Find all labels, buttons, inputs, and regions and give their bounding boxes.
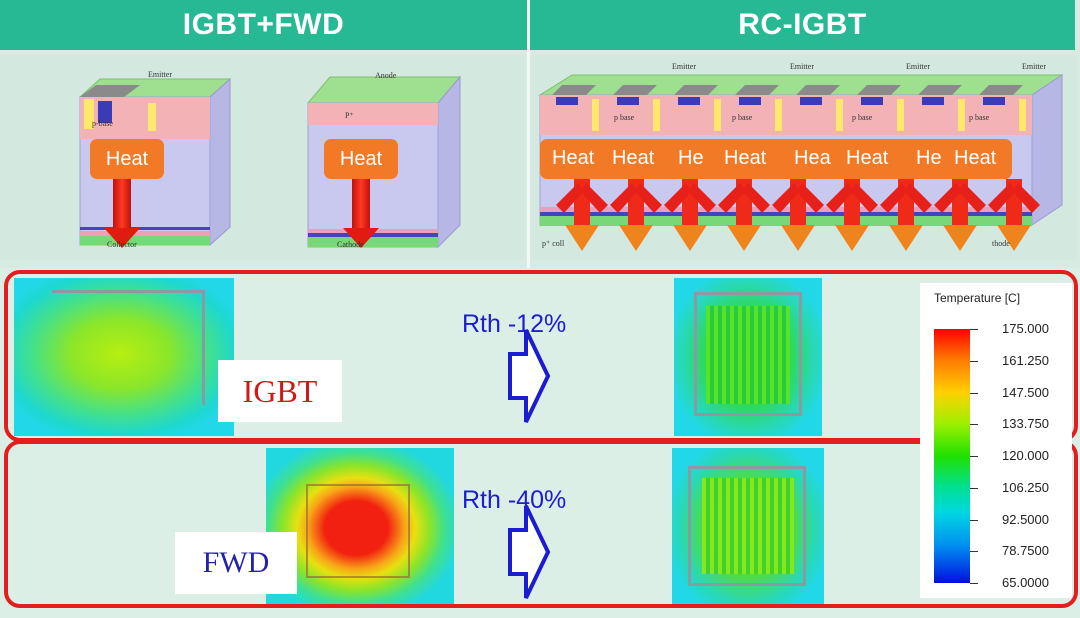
temperature-legend: Temperature [C] (920, 283, 1072, 598)
label-emitter-rc-4: Emitter (1022, 62, 1046, 71)
heat-label-rc-6: Heat (846, 147, 889, 169)
rc-igbt-stripes-1 (706, 306, 790, 404)
heat-down-arrow-fwd (343, 173, 379, 248)
igbt-chip-outline (52, 290, 205, 405)
heat-label-rc-5: Hea (794, 147, 831, 169)
legend-color-bar (934, 329, 970, 583)
rc-igbt-structure-panel: Emitter Emitter Emitter Emitter p base p… (532, 55, 1077, 260)
legend-tick-mark (970, 456, 978, 457)
rc-igbt-structure-drawing (538, 74, 1064, 251)
fwd-chip-outline (306, 484, 410, 578)
rc-igbt-chip-outline-1 (694, 292, 802, 416)
heat-bar-rc (540, 139, 1012, 179)
legend-tick-mark (970, 519, 978, 521)
right-arrow-icon-fwd (508, 505, 551, 599)
legend-title: Temperature [C] (934, 291, 1021, 305)
rc-igbt-gate-trenches (552, 85, 1026, 131)
label-pbase-rc-4: p base (969, 113, 990, 122)
legend-tick-mark (970, 360, 978, 362)
heat-box-fwd: Heat (324, 139, 398, 179)
fwd-row-outline (4, 440, 1078, 608)
heat-box-igbt: Heat (90, 139, 164, 179)
igbt-fwd-structures-drawing (78, 75, 462, 249)
label-cathode-rc: thode (992, 239, 1010, 248)
legend-tick-mark (970, 424, 978, 426)
label-p-plus: P⁺ (345, 111, 354, 120)
label-emitter-rc-2: Emitter (790, 62, 814, 71)
heat-down-arrow-igbt (104, 173, 140, 248)
legend-tick-label: 133.750 (1002, 416, 1049, 432)
label-pbase-rc-2: p base (732, 113, 753, 122)
legend-tick-label: 161.250 (1002, 352, 1049, 368)
row-label-igbt: IGBT (218, 360, 342, 422)
legend-tick-mark (970, 487, 978, 489)
rc-igbt-heat-arrows (556, 179, 1040, 251)
legend-tick-mark (970, 551, 978, 553)
igbt-fwd-structures-panel: Emitter p-base Collector Anode P⁺ Cathod… (0, 55, 525, 260)
fwd-thermal-map-before (266, 448, 454, 608)
legend-tick-label: 65.0000 (1002, 575, 1049, 590)
row-label-fwd: FWD (175, 532, 297, 594)
legend-tick-label: 92.5000 (1002, 511, 1049, 527)
legend-tick-mark (970, 583, 978, 584)
igbt-thermal-map-before (14, 278, 234, 436)
label-pbase-rc-3: p base (852, 113, 873, 122)
label-emitter-igbt: Emitter (148, 70, 172, 79)
legend-tick-label: 106.250 (1002, 479, 1049, 495)
legend-tick-label: 175.000 (1002, 321, 1049, 336)
header-rc-igbt: RC-IGBT (530, 0, 1075, 50)
heat-label-rc-4: Heat (724, 147, 767, 169)
label-emitter-rc-1: Emitter (672, 62, 696, 71)
label-collector: Collector (107, 240, 137, 249)
label-pbase-rc-1: p base (614, 113, 635, 122)
label-pbase-igbt: p-base (92, 119, 113, 128)
legend-tick-mark (970, 329, 978, 330)
right-arrow-icon-igbt (508, 329, 551, 423)
heat-label-rc-7: He (916, 147, 942, 169)
label-anode: Anode (375, 71, 397, 80)
rth-igbt-text: Rth -12% (462, 310, 567, 338)
label-cathode: Cathode (337, 240, 364, 249)
legend-tick-label: 78.7500 (1002, 543, 1049, 559)
label-p-collector-rc: p⁺ coll (542, 239, 565, 248)
heat-label-rc-1: Heat (552, 147, 595, 169)
legend-tick-mark (970, 392, 978, 394)
rth-fwd-text: Rth -40% (462, 486, 567, 514)
label-emitter-rc-3: Emitter (906, 62, 930, 71)
igbt-thermal-map-after (674, 278, 822, 436)
legend-tick-label: 147.500 (1002, 384, 1049, 400)
rc-igbt-chip-outline-2 (688, 466, 806, 586)
heat-label-rc-8: Heat (954, 147, 997, 169)
rc-igbt-stripes-2 (702, 478, 794, 574)
fwd-thermal-map-after (672, 448, 824, 608)
heat-label-rc-3: He (678, 147, 704, 169)
legend-tick-label: 120.000 (1002, 448, 1049, 463)
heat-label-rc-2: Heat (612, 147, 655, 169)
header-igbt-fwd: IGBT+FWD (0, 0, 527, 50)
